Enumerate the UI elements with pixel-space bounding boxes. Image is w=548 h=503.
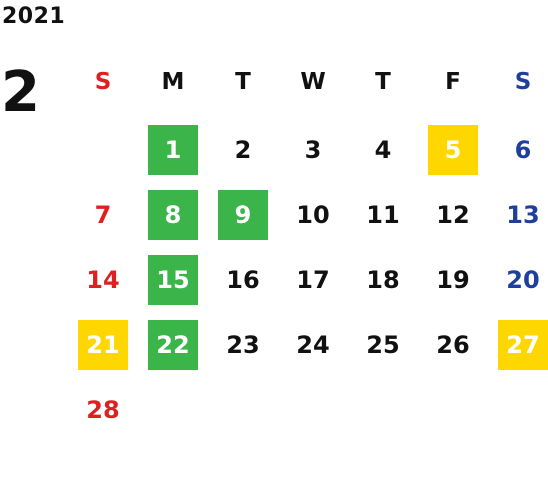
- day-7[interactable]: 7: [94, 201, 112, 229]
- day-1-highlighted[interactable]: 1: [148, 125, 198, 175]
- weekday-mon: M: [161, 69, 185, 95]
- day-12[interactable]: 12: [436, 201, 470, 229]
- day-19[interactable]: 19: [436, 266, 470, 294]
- day-27-highlighted[interactable]: 27: [498, 320, 548, 370]
- day-14[interactable]: 14: [86, 266, 120, 294]
- day-24[interactable]: 24: [296, 331, 330, 359]
- weekday-wed: W: [300, 69, 326, 95]
- day-16[interactable]: 16: [226, 266, 260, 294]
- weekday-sun: S: [94, 69, 112, 95]
- weekday-tue: T: [235, 69, 251, 95]
- weekday-sat: S: [514, 69, 532, 95]
- day-13[interactable]: 13: [506, 201, 540, 229]
- day-3[interactable]: 3: [304, 136, 322, 164]
- day-18[interactable]: 18: [366, 266, 400, 294]
- day-25[interactable]: 25: [366, 331, 400, 359]
- day-2[interactable]: 2: [234, 136, 252, 164]
- day-28[interactable]: 28: [86, 396, 120, 424]
- day-11[interactable]: 11: [366, 201, 400, 229]
- year-label: 2021: [2, 4, 66, 29]
- day-22-highlighted[interactable]: 22: [148, 320, 198, 370]
- month-number: 2: [1, 60, 40, 125]
- day-21-highlighted[interactable]: 21: [78, 320, 128, 370]
- day-23[interactable]: 23: [226, 331, 260, 359]
- day-5-highlighted[interactable]: 5: [428, 125, 478, 175]
- weekday-fri: F: [445, 69, 461, 95]
- day-10[interactable]: 10: [296, 201, 330, 229]
- weekday-thu: T: [375, 69, 391, 95]
- day-15-highlighted[interactable]: 15: [148, 255, 198, 305]
- day-26[interactable]: 26: [436, 331, 470, 359]
- day-4[interactable]: 4: [374, 136, 392, 164]
- day-20[interactable]: 20: [506, 266, 540, 294]
- day-6[interactable]: 6: [514, 136, 532, 164]
- day-9-highlighted[interactable]: 9: [218, 190, 268, 240]
- day-17[interactable]: 17: [296, 266, 330, 294]
- day-8-highlighted[interactable]: 8: [148, 190, 198, 240]
